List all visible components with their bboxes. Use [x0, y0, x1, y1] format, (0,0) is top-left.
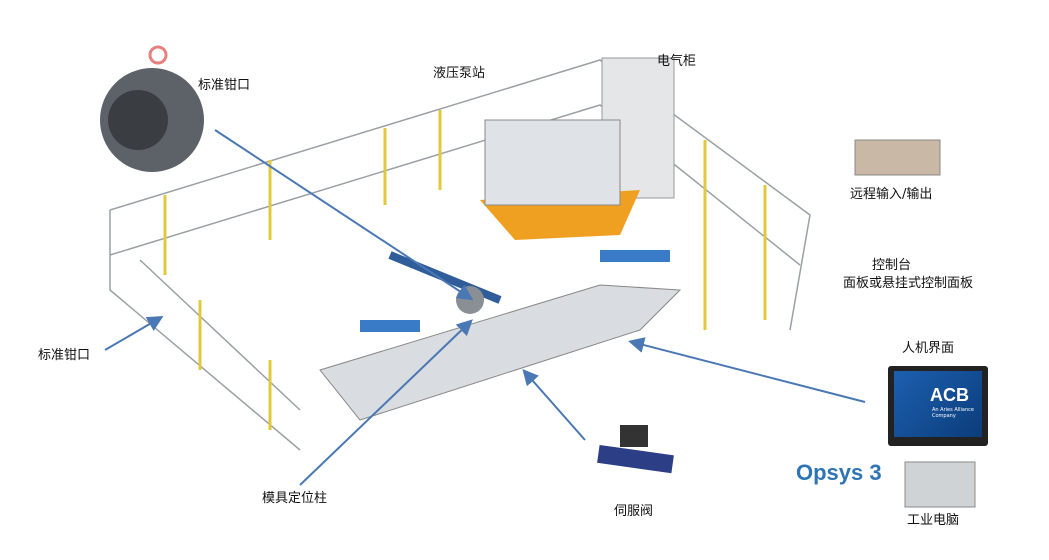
label-ipc: 工业电脑 — [907, 513, 960, 528]
safety-fence — [109, 59, 811, 451]
cylinder-left — [360, 320, 420, 332]
opsys-logo: Opsys 3 — [796, 460, 882, 485]
servo-valve-image — [597, 425, 674, 474]
machine-frame — [319, 284, 682, 421]
acb-logo: ACB — [930, 385, 969, 405]
label-pump: 液压泵站 — [433, 66, 486, 81]
label-jaw-left: 标准钳口 — [38, 348, 91, 363]
label-console-sub: 面板或悬挂式控制面板 — [843, 276, 974, 291]
hydraulic-pump — [484, 119, 621, 206]
jaw-center — [456, 286, 484, 314]
label-servo-valve: 伺服阀 — [614, 504, 654, 519]
label-cabinet: 电气柜 — [657, 54, 697, 69]
standard-jaw-image — [100, 45, 204, 172]
hydraulic-arm — [388, 251, 502, 304]
label-console: 控制台 — [872, 258, 912, 273]
callout-arrows — [104, 129, 866, 486]
label-locating-post: 模具定位柱 — [262, 491, 328, 506]
label-hmi: 人机界面 — [902, 341, 955, 356]
cylinder-right — [600, 250, 670, 262]
label-jaw-top: 标准钳口 — [198, 78, 251, 93]
remote-io-image — [854, 139, 941, 176]
industrial-pc-image — [904, 461, 976, 508]
fence-posts — [163, 110, 767, 430]
label-remote-io: 远程输入/输出 — [850, 187, 933, 202]
